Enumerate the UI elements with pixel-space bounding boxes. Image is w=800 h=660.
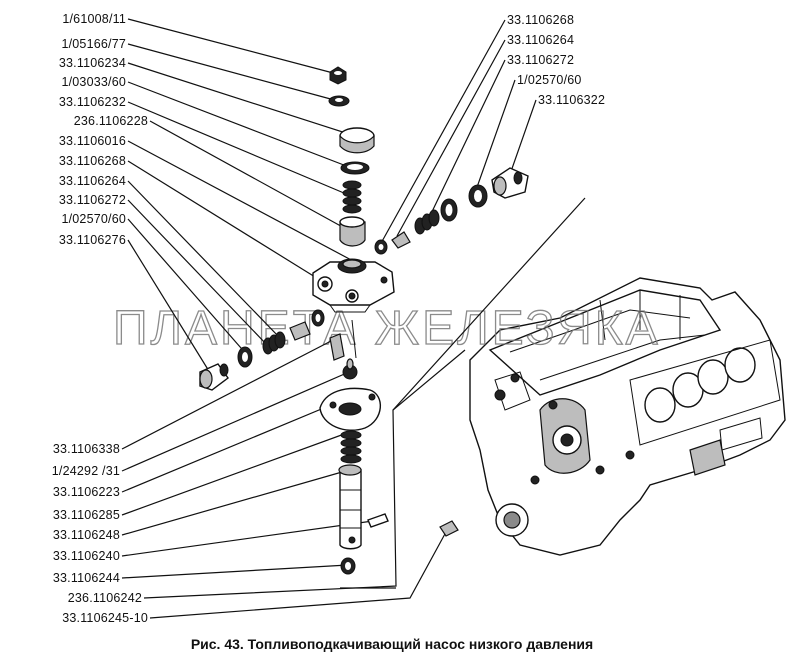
labels-left-top: 1/61008/11 1/05166/77 33.1106234 1/03033…: [59, 12, 148, 247]
part-label: 1/61008/11: [62, 12, 126, 26]
leaders-right-top: [379, 19, 537, 246]
part-label: 1/02570/60: [61, 212, 126, 226]
part-label: 33.1106268: [507, 13, 574, 27]
part-label: 33.1106240: [53, 549, 120, 563]
labels-right-top: 33.1106268 33.1106264 33.1106272 1/02570…: [507, 13, 605, 107]
part-label: 33.1106272: [59, 193, 126, 207]
part-label: 33.1106268: [59, 154, 126, 168]
part-label: 33.1106232: [59, 95, 126, 109]
part-label: 236.1106242: [68, 591, 142, 605]
part-label: 33.1106016: [59, 134, 126, 148]
part-label: 1/05166/77: [61, 37, 126, 51]
leaders-left-top: [127, 18, 356, 377]
watermark: ПЛАНЕТА ЖЕЛЕЗЯКА: [113, 302, 661, 355]
pump-parts: [199, 66, 529, 575]
leaders-left-bottom: [121, 197, 586, 619]
part-label: 33.1106338: [53, 442, 120, 456]
part-label: 1/02570/60: [517, 73, 582, 87]
part-label: 33.1106285: [53, 508, 120, 522]
part-label: 33.1106234: [59, 56, 126, 70]
part-label: 33.1106223: [53, 485, 120, 499]
part-label: 33.1106264: [59, 174, 126, 188]
part-label: 33.1106248: [53, 528, 120, 542]
part-label: 33.1106264: [507, 33, 574, 47]
part-label: 33.1106272: [507, 53, 574, 67]
part-label: 33.1106244: [53, 571, 120, 585]
part-label: 33.1106276: [59, 233, 126, 247]
part-label: 236.1106228: [74, 114, 148, 128]
part-label: 1/24292 /31: [52, 464, 120, 478]
part-label: 33.1106245-10: [62, 611, 148, 625]
labels-left-bottom: 33.1106338 1/24292 /31 33.1106223 33.110…: [52, 442, 148, 625]
engine-block: [469, 277, 786, 556]
part-label: 33.1106322: [538, 93, 605, 107]
part-label: 1/03033/60: [61, 75, 126, 89]
figure-caption: Рис. 43. Топливоподкачивающий насос низк…: [191, 636, 593, 652]
